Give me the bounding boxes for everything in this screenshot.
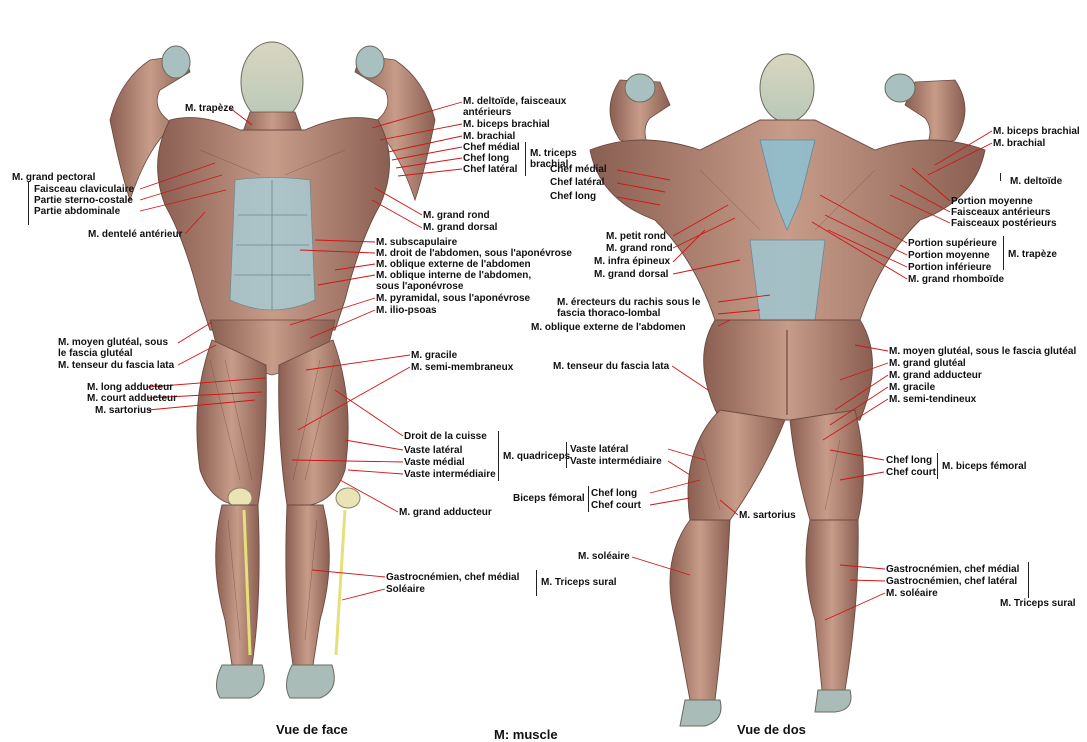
label-portion-sup: Portion supérieure <box>908 238 997 249</box>
label-trapeze-front: M. trapèze <box>185 103 234 114</box>
label-grand-rond-front: M. grand rond <box>423 210 490 221</box>
label-semi-membraneux: M. semi-membraneux <box>411 362 513 373</box>
caption-front: Vue de face <box>276 722 348 737</box>
label-biceps-femoral-left: Biceps fémoral <box>513 493 585 504</box>
caption-legend: M: muscle <box>494 727 558 742</box>
label-chef-long-leg: Chef long <box>591 488 637 499</box>
label-droit-abdomen: M. droit de l'abdomen, sous l'aponévrose <box>376 248 572 259</box>
label-triceps-sural-back: M. Triceps sural <box>1000 598 1076 609</box>
label-gastro-medial-front: Gastrocnémien, chef médial <box>386 572 519 583</box>
label-chef-lateral-front: Chef latéral <box>463 164 517 175</box>
bracket-pectoral <box>28 182 29 225</box>
label-grand-gluteal: M. grand glutéal <box>889 358 966 369</box>
label-biceps-back: M. biceps brachial <box>993 126 1080 137</box>
label-brachial-front: M. brachial <box>463 131 515 142</box>
label-vaste-intermediaire-back: Vaste intermédiaire <box>570 456 662 467</box>
label-gastro-lateral-back: Gastrocnémien, chef latéral <box>886 576 1017 587</box>
label-moyen-gluteal-back: M. moyen glutéal, sous le fascia glutéal <box>889 346 1076 357</box>
label-gracile-back: M. gracile <box>889 382 935 393</box>
label-faisceaux-post: Faisceaux postérieurs <box>951 218 1057 229</box>
label-soleaire-back: M. soléaire <box>578 551 630 562</box>
bracket-vaste-back <box>566 442 567 468</box>
label-subscapulaire: M. subscapulaire <box>376 237 457 248</box>
label-grand-pectoral: M. grand pectoral <box>12 172 95 183</box>
bracket-trapeze-back <box>1003 236 1004 270</box>
bracket-biceps-femoral-right <box>937 453 938 479</box>
label-partie-sterno: Partie sterno-costale <box>34 195 133 206</box>
label-triceps-sural-front: M. Triceps sural <box>541 577 617 588</box>
label-grand-adducteur-front: M. grand adducteur <box>399 507 492 518</box>
label-brachial-back: M. brachial <box>993 138 1045 149</box>
label-vaste-medial: Vaste médial <box>404 457 465 468</box>
caption-back: Vue de dos <box>737 722 806 737</box>
label-chef-court-leg: Chef court <box>591 500 641 511</box>
label-grand-dorsal-front: M. grand dorsal <box>423 222 497 233</box>
label-ilio-psoas: M. ilio-psoas <box>376 305 437 316</box>
label-infra-epineux: M. infra épineux <box>594 256 670 267</box>
label-vaste-lateral-front: Vaste latéral <box>404 445 462 456</box>
label-sartorius-front: M. sartorius <box>95 405 152 416</box>
label-court-adducteur: M. court adducteur <box>87 393 177 404</box>
label-gracile-front: M. gracile <box>411 350 457 361</box>
label-pyramidal: M. pyramidal, sous l'aponévrose <box>376 293 530 304</box>
label-oblique-interne: M. oblique interne de l'abdomen, sous l'… <box>376 270 556 292</box>
label-soleaire2-back: M. soléaire <box>886 588 938 599</box>
label-grand-dorsal-back: M. grand dorsal <box>594 269 668 280</box>
label-sartorius-back: M. sartorius <box>739 510 796 521</box>
label-chef-long-right: Chef long <box>886 455 932 466</box>
label-petit-rond: M. petit rond <box>606 231 666 242</box>
label-long-adducteur: M. long adducteur <box>87 382 173 393</box>
label-vaste-lateral-back: Vaste latéral <box>570 444 628 455</box>
label-dentele: M. dentelé antérieur <box>88 229 182 240</box>
label-oblique-externe-back: M. oblique externe de l'abdomen <box>531 322 686 333</box>
label-chef-medial-back: Chef médial <box>550 164 607 175</box>
label-gastro-medial-back: Gastrocnémien, chef médial <box>886 564 1019 575</box>
label-chef-court-right: Chef court <box>886 467 936 478</box>
label-biceps-front: M. biceps brachial <box>463 119 550 130</box>
label-portion-moyenne-delt: Portion moyenne <box>951 196 1033 207</box>
label-moyen-gluteal-front: M. moyen glutéal, sous le fascia glutéal <box>58 337 176 359</box>
label-droit-cuisse: Droit de la cuisse <box>404 431 487 442</box>
label-vaste-intermediaire-front: Vaste intermédiaire <box>404 469 496 480</box>
label-soleaire-front: Soléaire <box>386 584 425 595</box>
bracket-deltoide-back <box>1000 173 1001 181</box>
label-oblique-externe-front: M. oblique externe de l'abdomen <box>376 259 531 270</box>
bracket-triceps-front <box>525 142 526 176</box>
label-trapeze-group-back: M. trapèze <box>1008 249 1057 260</box>
label-deltoide-group-back: M. deltoïde <box>1010 176 1062 187</box>
label-faisceau-claviculaire: Faisceau claviculaire <box>34 184 134 195</box>
label-partie-abdo: Partie abdominale <box>34 206 120 217</box>
label-biceps-femoral-group: M. biceps fémoral <box>942 461 1026 472</box>
label-chef-long-front: Chef long <box>463 153 509 164</box>
label-tenseur-back: M. tenseur du fascia lata <box>553 361 669 372</box>
label-faisceaux-ant: Faisceaux antérieurs <box>951 207 1051 218</box>
label-semi-tendineux: M. semi-tendineux <box>889 394 976 405</box>
bracket-triceps-sural-back <box>1028 562 1029 598</box>
label-portion-moy: Portion moyenne <box>908 250 990 261</box>
bracket-quadriceps <box>498 431 499 481</box>
bracket-triceps-sural-front <box>536 570 537 596</box>
label-quadriceps-group: M. quadriceps <box>503 451 570 462</box>
label-chef-lateral-back: Chef latéral <box>550 177 604 188</box>
label-chef-long-back: Chef long <box>550 191 596 202</box>
label-erecteurs: M. érecteurs du rachis sous le fascia th… <box>557 297 717 319</box>
label-deltoide-front: M. deltoïde, faisceaux antérieurs <box>463 96 568 118</box>
label-tenseur-front: M. tenseur du fascia lata <box>58 360 174 371</box>
label-grand-rond-back: M. grand rond <box>606 243 673 254</box>
label-grand-rhomboide: M. grand rhomboïde <box>908 274 1004 285</box>
bracket-biceps-femoral-left <box>588 486 589 512</box>
label-chef-medial-front: Chef médial <box>463 142 520 153</box>
label-portion-inf: Portion inférieure <box>908 262 991 273</box>
label-grand-adducteur-back: M. grand adducteur <box>889 370 982 381</box>
